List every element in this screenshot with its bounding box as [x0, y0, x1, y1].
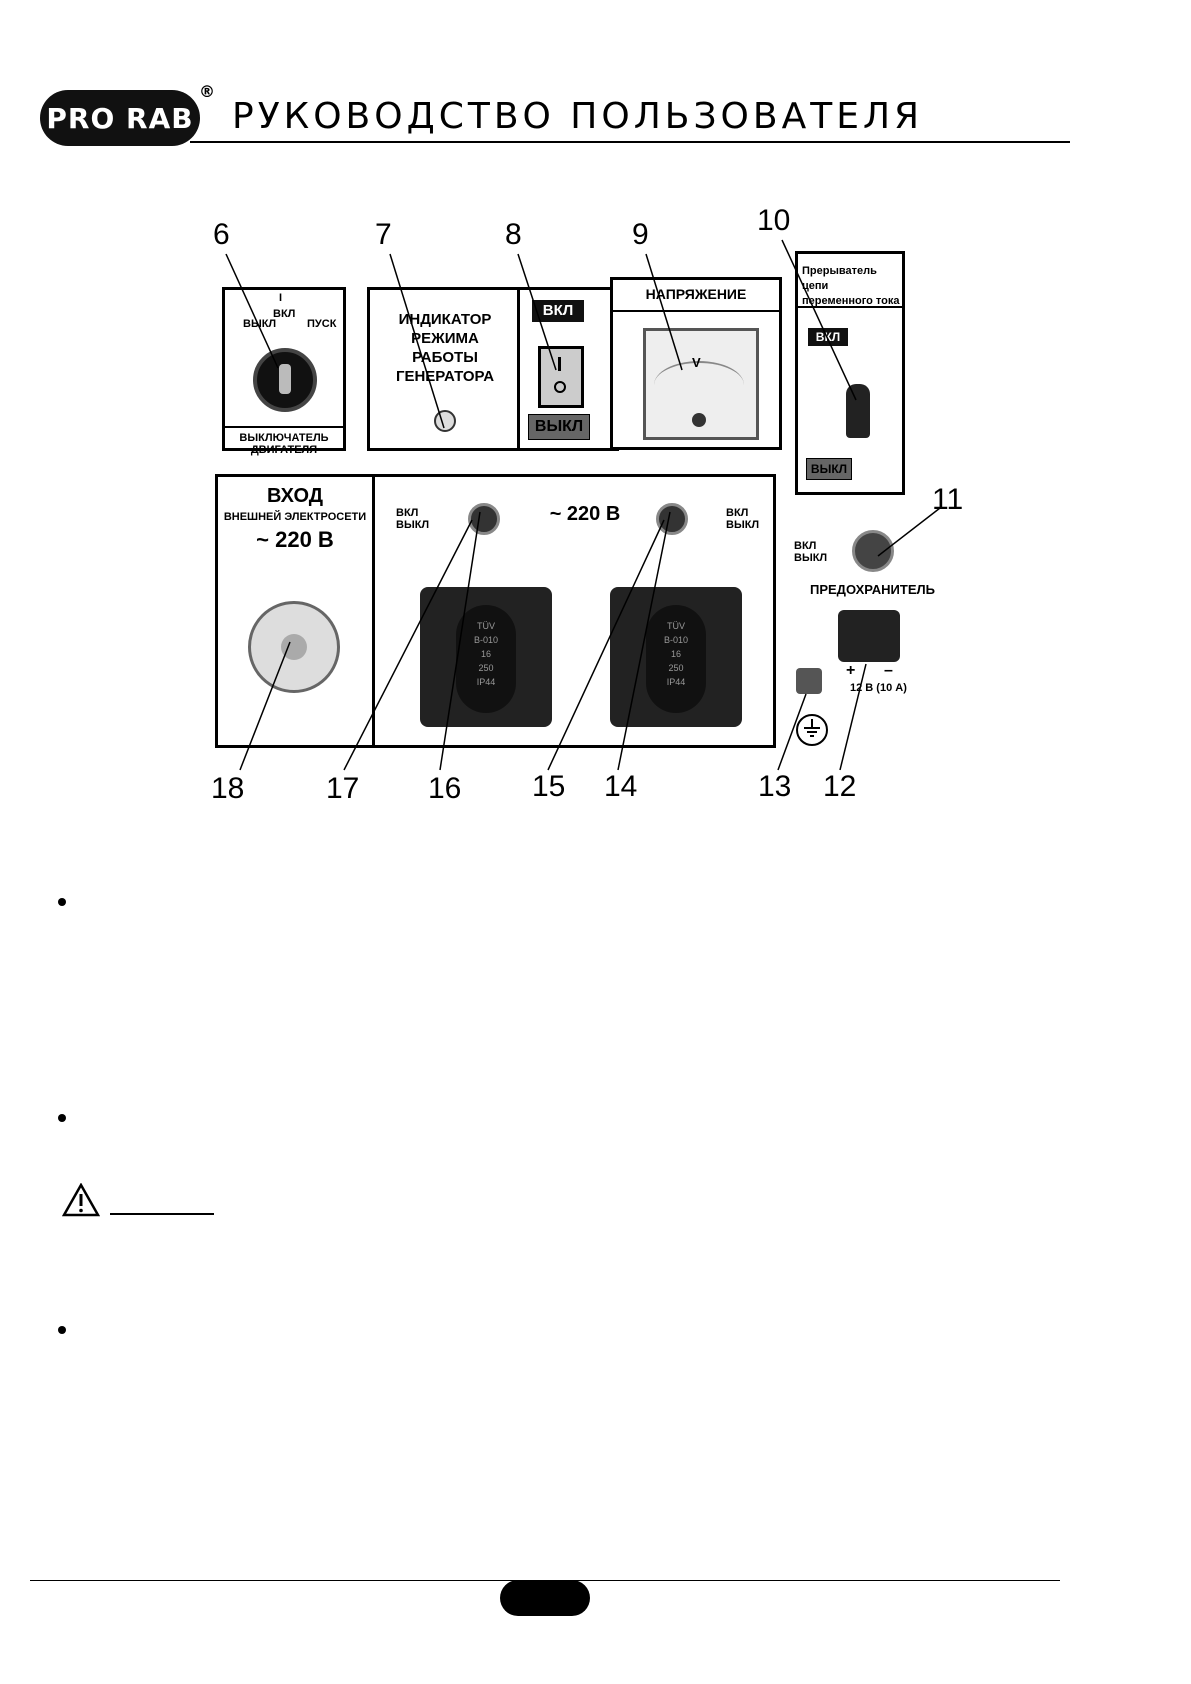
outlet-left-markings: TÜV B-010 16 250 IP44	[456, 605, 516, 713]
rocker-on-label: ВКЛ	[532, 300, 584, 322]
fuse-button[interactable]	[852, 530, 894, 572]
page-title: РУКОВОДСТВО ПОЛЬЗОВАТЕЛЯ	[232, 96, 924, 137]
voltmeter-unit: V	[692, 355, 701, 370]
outlet-breaker-right[interactable]	[656, 503, 688, 535]
callout-12: 12	[823, 770, 857, 803]
switch-on-mark: I	[279, 292, 283, 304]
engine-switch-panel: ВЫКЛ I ВКЛ ПУСК ВЫКЛЮЧАТЕЛЬ ДВИГАТЕЛЯ	[222, 287, 346, 456]
right-legend: ВКЛ ВЫКЛ	[726, 507, 760, 531]
outlet-voltage: ~ 220 В	[549, 503, 621, 525]
outlet-right[interactable]: TÜV B-010 16 250 IP44	[610, 587, 742, 727]
ground-icon	[796, 714, 828, 746]
switch-on-label: ВКЛ	[273, 308, 296, 320]
dc-plus: +	[846, 662, 856, 679]
fuse-label: ПРЕДОХРАНИТЕЛЬ	[810, 582, 935, 597]
dc-outlet[interactable]	[838, 610, 900, 662]
outlet-left[interactable]: TÜV B-010 16 250 IP44	[420, 587, 552, 727]
breaker-on-label: ВКЛ	[808, 328, 848, 346]
dc-rating: 12 В (10 А)	[850, 682, 907, 694]
warning-icon	[61, 1182, 101, 1217]
engine-switch-caption: ВЫКЛЮЧАТЕЛЬ ДВИГАТЕЛЯ	[239, 432, 329, 456]
breaker-panel: Прерыватель цепи переменного тока ВКЛ ВЫ…	[795, 251, 905, 495]
external-input-title: ВХОД	[266, 485, 324, 507]
rocker-off-label: ВЫКЛ	[528, 414, 590, 440]
registered-mark: ®	[199, 82, 216, 101]
dc-legend: ВКЛ ВЫКЛ	[794, 540, 828, 564]
callout-16: 16	[428, 772, 462, 805]
switch-off-label: ВЫКЛ	[243, 318, 277, 330]
callout-8: 8	[505, 218, 522, 251]
callout-7: 7	[375, 218, 392, 251]
left-legend: ВКЛ ВЫКЛ	[396, 507, 430, 531]
control-panel-figure: 6 7 8 9 10 11 12 13 14 15 16 17 18 ВЫКЛ …	[0, 0, 1191, 820]
callout-17: 17	[326, 772, 360, 805]
callout-9: 9	[632, 218, 649, 251]
dc-minus: –	[884, 662, 893, 679]
voltmeter-dial: V	[643, 328, 759, 440]
outlet-right-markings: TÜV B-010 16 250 IP44	[646, 605, 706, 713]
indicator-caption: ИНДИКАТОР РЕЖИМА РАБОТЫ ГЕНЕРАТОРА	[395, 311, 495, 385]
page-number-badge	[500, 1580, 590, 1616]
bullet-2	[58, 1114, 66, 1122]
callout-15: 15	[532, 770, 566, 803]
outlet-breaker-left[interactable]	[468, 503, 500, 535]
voltmeter-caption: НАПРЯЖЕНИЕ	[645, 286, 747, 302]
external-input-subtitle: ВНЕШНЕЙ ЭЛЕКТРОСЕТИ	[223, 511, 367, 523]
callout-18: 18	[211, 772, 245, 805]
bullet-3	[58, 1326, 66, 1334]
header-divider	[190, 141, 1070, 143]
callout-13: 13	[758, 770, 792, 803]
breaker-off-label: ВЫКЛ	[806, 458, 852, 480]
output-panel: ВХОД ВНЕШНЕЙ ЭЛЕКТРОСЕТИ ~ 220 В ВКЛ ВЫК…	[215, 474, 776, 748]
rocker-switch[interactable]	[538, 346, 584, 408]
bullet-1	[58, 898, 66, 906]
key-switch-knob[interactable]	[253, 348, 317, 412]
external-input-voltage: ~ 220 В	[256, 527, 334, 552]
warning-heading-underline	[110, 1213, 214, 1215]
breaker-toggle[interactable]	[846, 384, 870, 438]
callout-14: 14	[604, 770, 638, 803]
ground-terminal[interactable]	[796, 668, 822, 694]
brand-logo: PRO RAB ®	[40, 82, 215, 146]
voltmeter-panel: НАПРЯЖЕНИЕ V	[610, 277, 782, 450]
leader-lines	[225, 239, 941, 771]
logo-text: PRO RAB	[46, 101, 194, 135]
switch-start-label: ПУСК	[307, 318, 337, 330]
callout-10: 10	[757, 204, 791, 237]
breaker-caption: Прерыватель цепи переменного тока	[802, 265, 900, 307]
callout-6: 6	[213, 218, 230, 251]
